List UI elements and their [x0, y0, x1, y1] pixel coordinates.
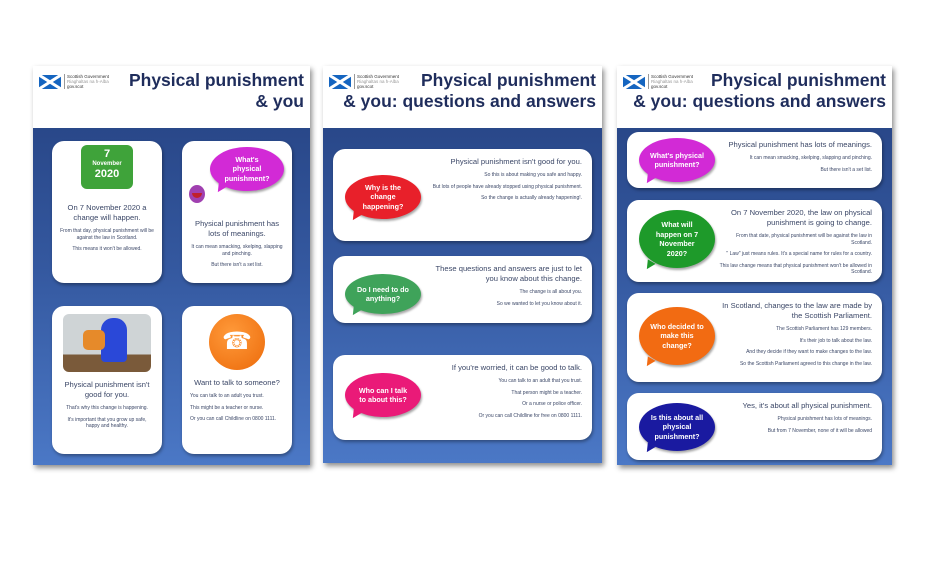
- header-wave: [323, 116, 602, 127]
- logo-line: gov.scot: [357, 84, 374, 89]
- logo-line: Scottish Government: [67, 74, 110, 79]
- date-month: November: [92, 161, 122, 167]
- answer-line: But lots of people have already stopped …: [432, 183, 582, 190]
- logo-line: Riaghaltas na h-Alba: [357, 79, 399, 84]
- card-heading: Physical punishment has lots of meanings…: [195, 219, 279, 238]
- card-line: Or you can call Childline on 0800 1111.: [190, 416, 277, 422]
- monster-character-icon: [189, 185, 205, 203]
- header-wave: [617, 116, 892, 127]
- answer-heading: If you're worried, it can be good to tal…: [451, 363, 582, 372]
- date-day: 7: [103, 148, 111, 160]
- question-bubble: Who can I talk to about this?: [345, 373, 421, 417]
- title-line-1: Physical punishment: [420, 70, 596, 90]
- telephone-icon: ☎: [209, 314, 265, 370]
- qa-card: Is this about all physical punishment? Ye…: [627, 393, 882, 460]
- answer-heading: Yes, it's about all physical punishment.: [742, 401, 873, 410]
- answer-heading: Physical punishment has lots of meanings…: [728, 140, 872, 149]
- question-bubble: Who decided to make this change?: [639, 307, 715, 365]
- card-meaning: What's physical punishment? Physical pun…: [182, 141, 292, 283]
- qa-card: Why is the change happening? Physical pun…: [333, 149, 592, 241]
- title-line-1: Physical punishment: [710, 70, 886, 90]
- qa-card: Who decided to make this change? In Scotl…: [627, 293, 882, 382]
- date-badge: 7 November 2020: [81, 145, 133, 189]
- title-line-1: Physical punishment: [128, 70, 304, 90]
- logo-line: gov.scot: [67, 84, 84, 89]
- card-line: That's why this change is happening.: [66, 405, 148, 411]
- answer-line: From that date, physical punishment will…: [736, 233, 872, 246]
- question-bubble: Why is the change happening?: [345, 175, 421, 219]
- saltire-flag-icon: [329, 74, 351, 89]
- question-bubble: What will happen on 7 November 2020?: [639, 210, 715, 268]
- qa-card: Do I need to do anything? These questions…: [333, 256, 592, 323]
- question-bubble: Is this about all physical punishment?: [639, 403, 715, 451]
- logo-line: Riaghaltas na h-Alba: [67, 79, 109, 84]
- title-line-2: & you: [255, 91, 304, 111]
- poster-title: Physical punishment& you: [129, 70, 304, 112]
- answer-line: Physical punishment has lots of meanings…: [777, 416, 873, 422]
- date-year: 2020: [94, 168, 120, 180]
- logo-line: Scottish Government: [357, 74, 400, 79]
- title-line-2: & you: questions and answers: [633, 91, 886, 111]
- card-line: This might be a teacher or nurse.: [190, 404, 264, 411]
- logo-line: gov.scot: [651, 84, 668, 89]
- answer-line: You can talk to an adult that you trust.: [498, 378, 582, 384]
- answer-line: That person might be a teacher.: [511, 389, 582, 396]
- question-bubble: What's physical punishment?: [639, 138, 715, 182]
- logo-line: Scottish Government: [651, 74, 694, 79]
- answer-line: So the Scottish Parliament agreed to thi…: [739, 360, 872, 367]
- question-bubble: Do I need to do anything?: [345, 274, 421, 314]
- answer-line: " Law" just means rules. It's a special …: [726, 251, 872, 257]
- card-line: It's important that you grow up safe, ha…: [67, 416, 147, 430]
- answer-heading: These questions and answers are just to …: [435, 264, 582, 283]
- answer-line: But from 7 November, none of it will be …: [767, 427, 872, 434]
- card-heading: Want to talk to someone?: [194, 378, 280, 387]
- card-heading: On 7 November 2020 a change will happen.: [67, 203, 147, 222]
- card-line: From that day, physical punishment will …: [60, 228, 154, 241]
- card-line: This means it won't be allowed.: [72, 246, 142, 252]
- card-not-good: Physical punishment isn't good for you. …: [52, 306, 162, 454]
- answer-line: So we wanted to let you know about it.: [496, 300, 582, 307]
- answer-line: The change is all about you.: [519, 289, 582, 295]
- answer-heading: On 7 November 2020, the law on physical …: [731, 208, 872, 227]
- answer-line: The Scottish Parliament has 129 members.: [776, 326, 872, 332]
- card-heading: Physical punishment isn't good for you.: [64, 380, 150, 399]
- answer-line: Or you can call Childline for free on 08…: [478, 412, 582, 419]
- poster-title: Physical punishment& you: questions and …: [343, 70, 596, 112]
- answer-line: Or a nurse or police officer.: [522, 401, 582, 407]
- poster-title: Physical punishment& you: questions and …: [633, 70, 886, 112]
- title-line-2: & you: questions and answers: [343, 91, 596, 111]
- qa-card: What will happen on 7 November 2020? On 7…: [627, 200, 882, 282]
- answer-line: It's their job to talk about the law.: [799, 337, 872, 344]
- qa-card: What's physical punishment? Physical puni…: [627, 132, 882, 188]
- answer-line: It can mean smacking, skelping, slapping…: [749, 155, 872, 161]
- card-line: It can mean smacking, skelping, slapping…: [191, 244, 283, 257]
- logo-line: Riaghaltas na h-Alba: [651, 79, 693, 84]
- qa-card: Who can I talk to about this? If you're w…: [333, 355, 592, 440]
- answer-line: So the change is actually already happen…: [481, 195, 582, 201]
- card-line: But there isn't a set list.: [211, 262, 263, 268]
- saltire-flag-icon: [39, 74, 61, 89]
- answer-heading: Physical punishment isn't good for you.: [450, 157, 582, 166]
- speech-bubble: What's physical punishment?: [210, 147, 284, 191]
- header-wave: [33, 116, 310, 127]
- saltire-flag-icon: [623, 74, 645, 89]
- card-date: 7 November 2020 On 7 November 2020 a cha…: [52, 141, 162, 283]
- answer-line: So this is about making you safe and hap…: [484, 172, 582, 178]
- answer-line: But there isn't a set list.: [820, 166, 872, 173]
- answer-heading: In Scotland, changes to the law are made…: [722, 301, 872, 320]
- card-line: You can talk to an adult you trust.: [190, 393, 264, 399]
- card-talk: ☎ Want to talk to someone? You can talk …: [182, 306, 292, 454]
- answer-line: And they decide if they want to make cha…: [746, 349, 872, 355]
- answer-line: This law change means that physical puni…: [719, 262, 872, 276]
- character-with-backpack-image: [63, 314, 151, 372]
